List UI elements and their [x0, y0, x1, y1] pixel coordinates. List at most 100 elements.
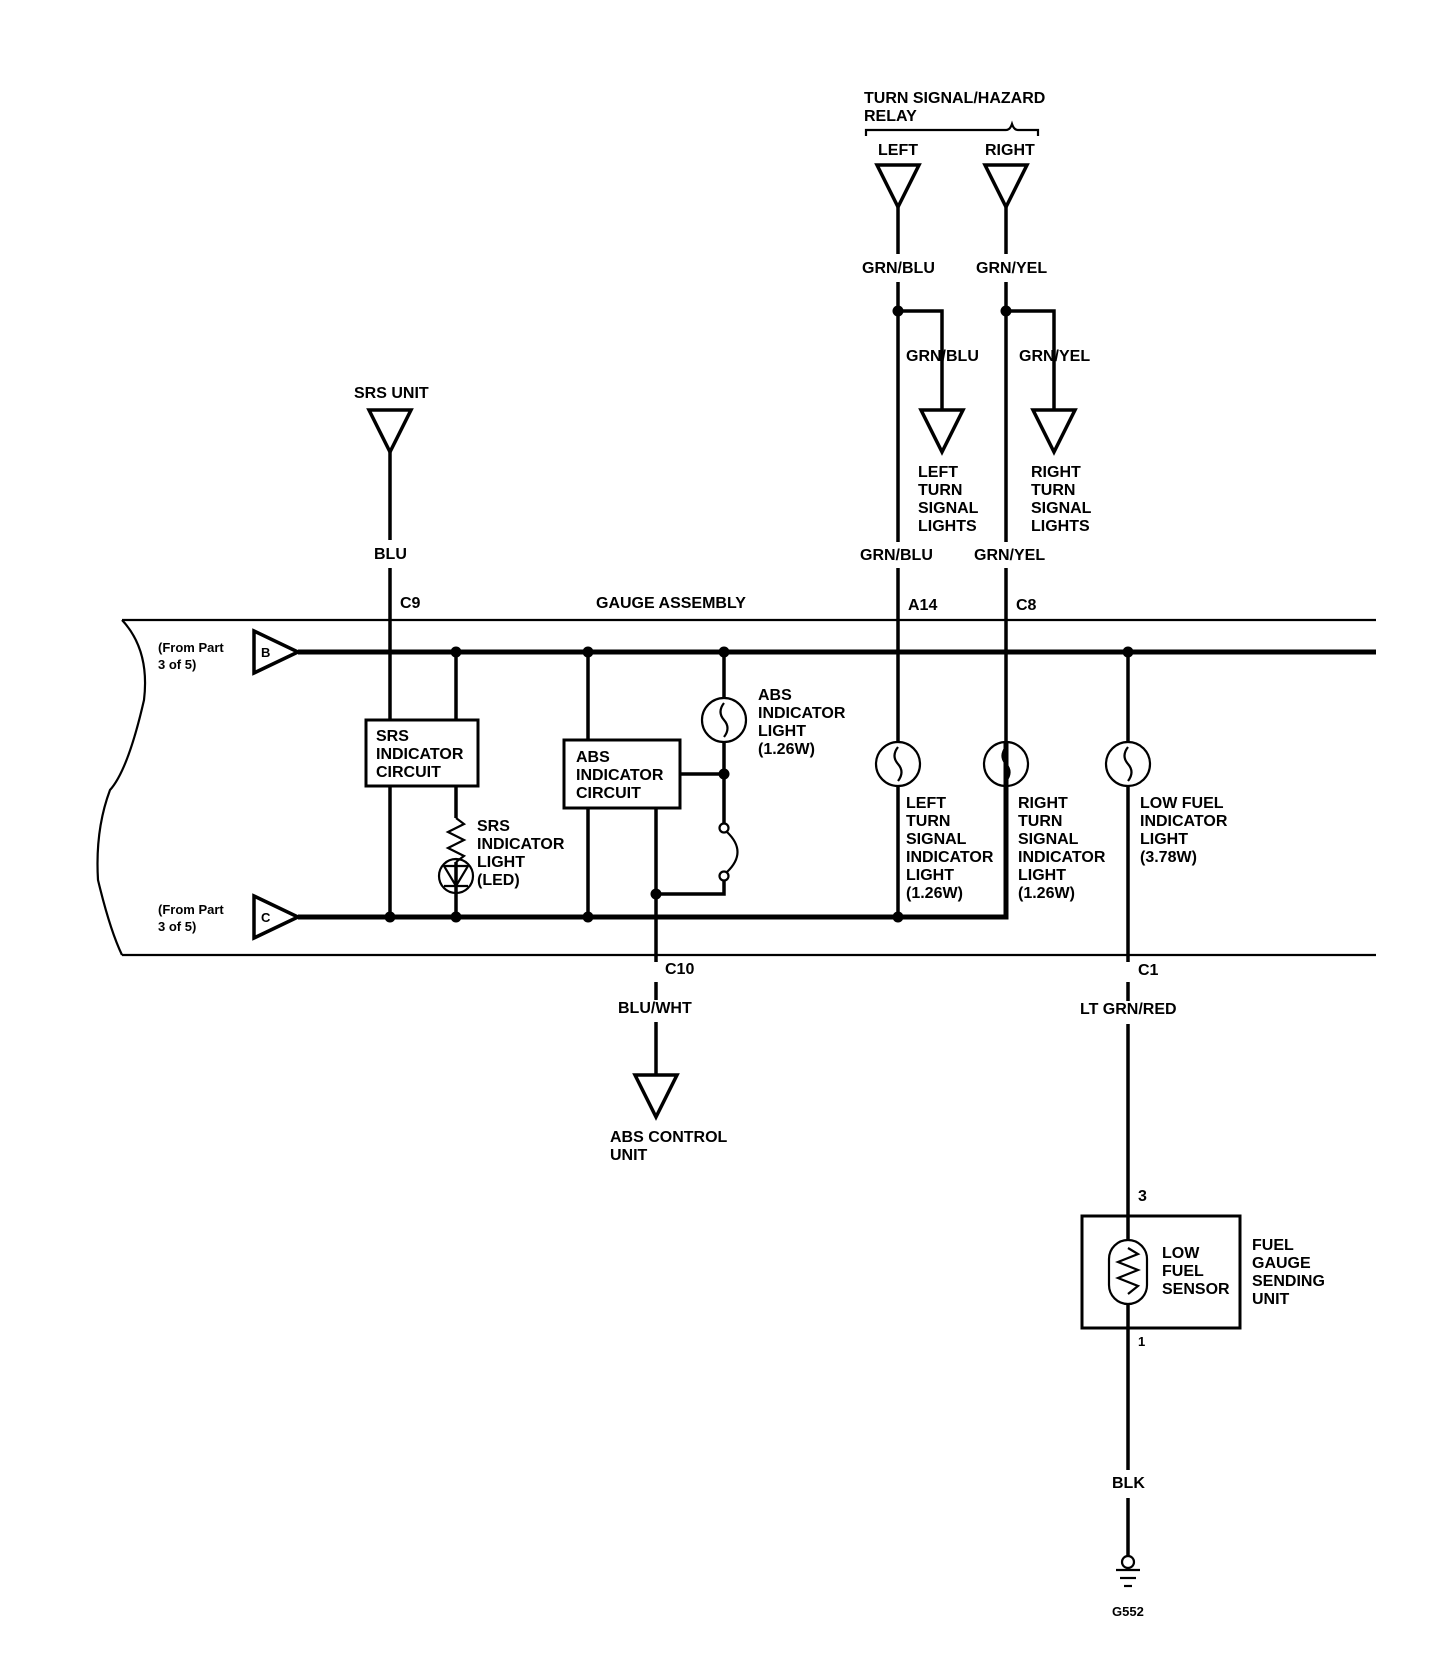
- relay-bracket: [864, 120, 1040, 136]
- from-part-c-line2: 3 of 5): [158, 919, 196, 934]
- srs-circuit-line3: CIRCUIT: [376, 764, 441, 781]
- right-turn-indicator-line3: SIGNAL: [1018, 831, 1079, 848]
- ground-label: G552: [1112, 1604, 1144, 1619]
- left-turn-lights-line1: LEFT: [918, 464, 958, 481]
- srs-light-line2: INDICATOR: [477, 836, 565, 853]
- right-turn-lights-line4: LIGHTS: [1031, 518, 1090, 535]
- low-fuel-indicator-line4: (3.78W): [1140, 849, 1197, 866]
- abs-light-line2: INDICATOR: [758, 705, 846, 722]
- from-part-b-line1: (From Part: [158, 640, 224, 655]
- left-turn-lights-line2: TURN: [918, 482, 962, 499]
- wire-label-lt-grn-red: LT GRN/RED: [1080, 1001, 1177, 1018]
- gauge-assembly-break-edge: [96, 619, 147, 956]
- left-turn-indicator-line4: INDICATOR: [906, 849, 994, 866]
- relay-title-line2: RELAY: [864, 108, 917, 125]
- connector-a14: A14: [908, 597, 937, 614]
- srs-light-line1: SRS: [477, 818, 510, 835]
- abs-control-unit-line1: ABS CONTROL: [610, 1129, 728, 1146]
- abs-indicator-circuit: ABS INDICATOR LIGHT (1.26W) ABS INDICATO…: [562, 652, 846, 1164]
- ground-icon: [1120, 1554, 1136, 1570]
- left-turn-lights-line3: SIGNAL: [918, 500, 979, 517]
- abs-light-line1: ABS: [758, 687, 792, 704]
- wire-label-grn-blu-top: GRN/BLU: [862, 260, 935, 277]
- fuel-gauge-sending-unit-box: [1080, 1214, 1242, 1330]
- low-fuel-sensor-line2: FUEL: [1162, 1263, 1204, 1280]
- relay-left-terminal: [874, 163, 922, 211]
- left-turn-lights-terminal: [918, 408, 966, 456]
- left-turn-lights-line4: LIGHTS: [918, 518, 977, 535]
- right-turn-lights-line3: SIGNAL: [1031, 500, 1092, 517]
- connector-c9: C9: [400, 595, 421, 612]
- left-turn-indicator-line3: SIGNAL: [906, 831, 967, 848]
- left-turn-indicator-line1: LEFT: [906, 795, 946, 812]
- low-fuel-sensor-line1: LOW: [1162, 1245, 1200, 1262]
- relay-left-label: LEFT: [878, 142, 918, 159]
- abs-switch-contact: [718, 870, 730, 882]
- srs-led: [437, 857, 475, 895]
- right-turn-indicator-bulb: [982, 740, 1030, 788]
- right-turn-indicator-line4: INDICATOR: [1018, 849, 1106, 866]
- relay-title-line1: TURN SIGNAL/HAZARD: [864, 90, 1045, 107]
- right-turn-indicator-line1: RIGHT: [1018, 795, 1068, 812]
- gauge-assembly-title: GAUGE ASSEMBLY: [596, 595, 746, 612]
- srs-unit-label: SRS UNIT: [354, 385, 429, 402]
- srs-light-line3: LIGHT: [477, 854, 525, 871]
- tag-b-label: B: [261, 645, 270, 660]
- srs-circuit-line1: SRS: [376, 728, 409, 745]
- right-turn-circuit: GRN/YEL GRN/YEL RIGHT TURN SIGNAL LIGHTS…: [974, 207, 1092, 742]
- tag-c-arrow: [252, 893, 303, 941]
- fuel-gauge-unit-line4: UNIT: [1252, 1291, 1290, 1308]
- right-turn-signal-indicator: RIGHT TURN SIGNAL INDICATOR LIGHT (1.26W…: [982, 740, 1106, 902]
- left-turn-indicator-line5: LIGHT: [906, 867, 954, 884]
- wire-label-blk: BLK: [1112, 1475, 1145, 1492]
- bus-c: (From Part 3 of 5) C: [158, 742, 1009, 941]
- wire-label-grn-blu-lower: GRN/BLU: [860, 547, 933, 564]
- ground-g552: G552: [1112, 1554, 1144, 1619]
- abs-circuit-line1: ABS: [576, 749, 610, 766]
- tag-c-label: C: [261, 910, 271, 925]
- abs-indicator-circuit-box: [562, 738, 682, 810]
- abs-circuit-line2: INDICATOR: [576, 767, 664, 784]
- low-fuel-indicator-line3: LIGHT: [1140, 831, 1188, 848]
- bus-b: (From Part 3 of 5) B: [158, 628, 1376, 676]
- right-turn-lights-terminal: [1030, 408, 1078, 456]
- low-fuel-sensor-line3: SENSOR: [1162, 1281, 1230, 1298]
- fuel-gauge-unit-line3: SENDING: [1252, 1273, 1325, 1290]
- relay-right-label: RIGHT: [985, 142, 1035, 159]
- connector-pin-3: 3: [1138, 1188, 1147, 1205]
- srs-indicator-circuit-box: [364, 718, 480, 788]
- srs-light-line4: (LED): [477, 872, 520, 889]
- abs-control-unit-line2: UNIT: [610, 1147, 648, 1164]
- abs-light-line4: (1.26W): [758, 741, 815, 758]
- abs-light-line3: LIGHT: [758, 723, 806, 740]
- right-turn-indicator-line2: TURN: [1018, 813, 1062, 830]
- abs-switch-contact: [718, 822, 730, 834]
- turn-signal-relay: TURN SIGNAL/HAZARD RELAY LEFT RIGHT: [864, 90, 1045, 211]
- gauge-assembly: GAUGE ASSEMBLY: [96, 595, 1376, 957]
- from-part-c-line1: (From Part: [158, 902, 224, 917]
- srs-unit-feed: SRS UNIT BLU C9: [354, 385, 429, 922]
- srs-indicator-circuit: SRS INDICATOR CIRCUIT SRS INDICATOR LIGH…: [364, 652, 565, 917]
- tag-b-arrow: [252, 628, 303, 676]
- low-fuel-circuit: LOW FUEL INDICATOR LIGHT (3.78W) C1 LT G…: [1080, 652, 1325, 1556]
- right-turn-lights-line1: RIGHT: [1031, 464, 1081, 481]
- srs-circuit-line2: INDICATOR: [376, 746, 464, 763]
- low-fuel-indicator-line2: INDICATOR: [1140, 813, 1228, 830]
- from-part-b-line2: 3 of 5): [158, 657, 196, 672]
- wire-label-blu: BLU: [374, 546, 407, 563]
- wire-label-grn-blu-branch: GRN/BLU: [906, 348, 979, 365]
- connector-pin-1: 1: [1138, 1334, 1145, 1349]
- connector-c10: C10: [665, 961, 694, 978]
- abs-circuit-line3: CIRCUIT: [576, 785, 641, 802]
- fuel-gauge-unit-line1: FUEL: [1252, 1237, 1294, 1254]
- low-fuel-indicator-line1: LOW FUEL: [1140, 795, 1224, 812]
- wire-label-grn-yel-lower: GRN/YEL: [974, 547, 1045, 564]
- wire-label-grn-yel-branch: GRN/YEL: [1019, 348, 1090, 365]
- left-turn-signal-indicator: LEFT TURN SIGNAL INDICATOR LIGHT (1.26W): [874, 740, 994, 917]
- srs-resistor: [445, 817, 467, 863]
- left-turn-indicator-line2: TURN: [906, 813, 950, 830]
- connector-c8: C8: [1016, 597, 1037, 614]
- right-turn-indicator-line5: LIGHT: [1018, 867, 1066, 884]
- connector-c1: C1: [1138, 962, 1159, 979]
